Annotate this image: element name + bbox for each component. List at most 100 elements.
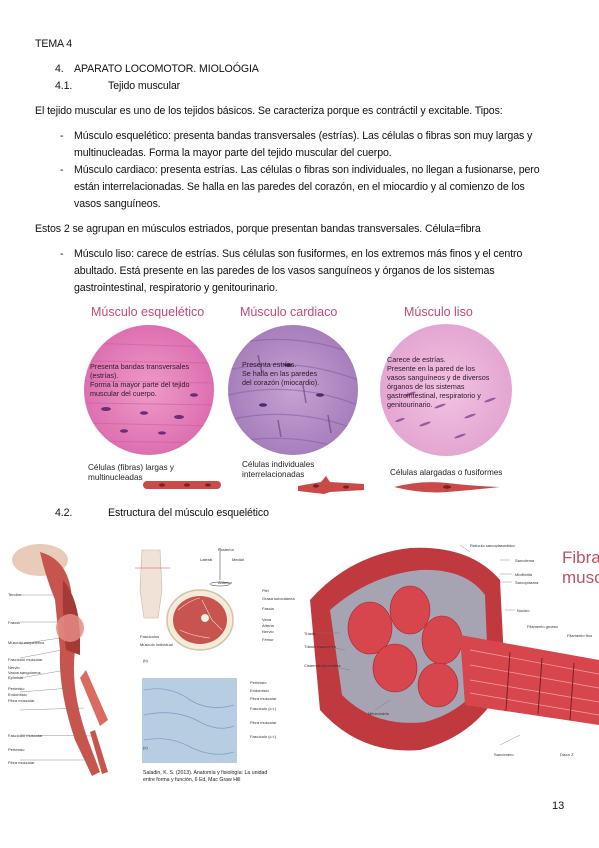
skeletal-text-line: (estrías).	[90, 371, 119, 380]
subsection-number: 4.2.	[55, 507, 73, 519]
list-item-line: multinucleadas. Forma la mayor parte del…	[74, 147, 392, 159]
page-number: 13	[552, 800, 565, 812]
striated-note: Estos 2 se agrupan en músculos estriados…	[35, 223, 481, 235]
cardiac-title: Músculo cardiaco	[240, 305, 338, 319]
intro-paragraph: El tejido muscular es uno de los tejidos…	[35, 105, 503, 117]
list-item-line: Músculo liso: carece de estrías. Sus cél…	[74, 248, 523, 260]
compass-label: Posterior	[218, 547, 235, 552]
figure-label: Arteria	[262, 623, 274, 628]
compass-label: Anterior	[218, 580, 233, 585]
bullet-dash: -	[60, 130, 64, 142]
figure-label: Fascículo muscular	[8, 657, 43, 662]
figure-label: Retículo sarcoplasmático	[470, 543, 515, 548]
skeletal-micrograph	[84, 325, 214, 455]
smooth-text-line: vasos sanguíneos y de diversos	[387, 373, 490, 382]
list-item-line: vasos sanguíneos.	[74, 198, 161, 210]
figure-label: Nervio	[262, 629, 274, 634]
figure-credit-line: Saladin, K. S. (2013). Anatomía y fisiol…	[143, 770, 268, 776]
fiber-title-line: musc	[562, 568, 599, 587]
figure-label: Fascia	[262, 606, 274, 611]
smooth-text-line: gastrointestinal, respiratorio y	[387, 391, 481, 400]
subsection-title: Tejido muscular	[108, 80, 181, 92]
smooth-text-line: Presente en la pared de los	[387, 364, 475, 373]
figure-label: Perimisio	[250, 680, 267, 685]
figure-label: Músculo individual	[140, 642, 173, 647]
cardiac-text-line: Presenta estrías.	[242, 360, 297, 369]
smooth-text-line: genitourinario.	[387, 400, 433, 409]
smooth-title: Músculo liso	[404, 305, 473, 319]
compass-label: Lateral	[200, 557, 213, 562]
smooth-caption: Células alargadas o fusiformes	[390, 468, 503, 477]
figure-label: Grasa subcutánea	[262, 596, 295, 601]
bullet-dash: -	[60, 248, 64, 260]
figure-label: Vena	[262, 617, 272, 622]
figure-credit-line: entre forma y función, 6 Ed, Mac Graw Hi…	[143, 777, 241, 783]
panel-mark: (c)	[143, 745, 148, 750]
figure-label: Tríada	[304, 631, 316, 636]
figure-label: Músculo esquelético	[8, 640, 45, 645]
list-item-line: gastrointestinal, respiratorio y genitou…	[74, 282, 278, 294]
smooth-micrograph	[380, 324, 512, 456]
cardiac-text-line: del corazón (miocardio).	[242, 378, 320, 387]
bullet-dash: -	[60, 164, 64, 176]
section-number: 4.	[55, 63, 64, 75]
cardiac-fiber-icon	[298, 476, 364, 494]
figure-label: Endomisio	[250, 688, 269, 693]
figure-label: Fémur	[262, 637, 274, 642]
list-item-line: Músculo esquelético: presenta bandas tra…	[74, 130, 533, 142]
skeletal-caption: multinucleadas	[88, 473, 143, 482]
figure-label: Perimisio	[8, 686, 25, 691]
compass-label: Medial	[232, 557, 244, 562]
whole-muscle-illustration	[12, 544, 108, 776]
figure-label: Endomisio	[8, 692, 27, 697]
figure-label: Vasos sanguíneos	[8, 670, 41, 675]
skeletal-fiber-icon	[143, 481, 221, 489]
fiber-title-line: Fibra	[562, 548, 599, 567]
muscle-structure-figure: Tendón Fascia Músculo esquelético Fascíc…	[0, 540, 599, 785]
figure-label: Fascia	[8, 620, 20, 625]
panel-mark: (b)	[143, 658, 148, 663]
skeletal-text-line: Forma la mayor parte del tejido	[90, 380, 190, 389]
figure-label: Túbulo transverso	[304, 644, 337, 649]
figure-label: Filamento grueso	[527, 624, 558, 629]
list-item-line: abultado. Está presente en las paredes d…	[74, 265, 495, 277]
figure-label: Sarcolema	[515, 558, 535, 563]
cardiac-caption: Células individuales	[242, 460, 315, 469]
figure-label: Nervio	[8, 665, 20, 670]
figure-label: Perimisio	[8, 747, 25, 752]
list-item-line: están interrelacionadas. Se halla en las…	[74, 181, 525, 193]
figure-label: Disco Z	[560, 752, 574, 757]
figure-label: Tendón	[8, 592, 22, 597]
figure-label: Fibra muscular	[8, 698, 35, 703]
list-item-line: Músculo cardiaco: presenta estrías. Las …	[74, 164, 540, 176]
smooth-fiber-icon	[394, 482, 500, 493]
figure-label: Fibra muscular	[250, 696, 277, 701]
figure-label: Fascículo muscular	[8, 733, 43, 738]
smooth-text-line: Carece de estrías.	[387, 355, 446, 364]
figure-label: Fibra muscular	[8, 760, 35, 765]
figure-label: Fascículo (c.t.)	[250, 734, 277, 739]
skeletal-title: Músculo esquelético	[91, 305, 205, 319]
topic-header: TEMA 4	[35, 38, 73, 50]
cardiac-micrograph	[228, 325, 358, 455]
figure-label: Sarcoplasma	[515, 580, 539, 585]
figure-label: Fascículo (c.t.)	[250, 706, 277, 711]
figure-label: Fibra muscular	[250, 720, 277, 725]
figure-label: Mitocondria	[368, 711, 389, 716]
subsection-title: Estructura del músculo esquelético	[108, 507, 269, 519]
cardiac-caption: interrelacionadas	[242, 470, 305, 479]
figure-label: Sarcómero	[494, 752, 514, 757]
cardiac-text-line: Se halla en las paredes	[242, 369, 318, 378]
figure-label: Epimisio	[8, 675, 24, 680]
subsection-number: 4.1.	[55, 80, 73, 92]
muscle-fiber-illustration	[310, 544, 599, 751]
skeletal-caption: Células (fibras) largas y	[88, 463, 174, 472]
figure-label: Fascículos	[140, 634, 160, 639]
figure-label: Núcleo	[517, 608, 530, 613]
muscle-types-figure: Músculo esquelético Presenta bandas tran…	[82, 300, 522, 500]
figure-label: Cisternas terminales	[304, 663, 341, 668]
skeletal-text-line: Presenta bandas transversales	[90, 362, 190, 371]
figure-label: Miofibrilla	[515, 572, 532, 577]
smooth-text-line: órganos de los sistemas	[387, 382, 465, 391]
section-title: APARATO LOCOMOTOR. MIOLOÓGIA	[74, 63, 259, 75]
